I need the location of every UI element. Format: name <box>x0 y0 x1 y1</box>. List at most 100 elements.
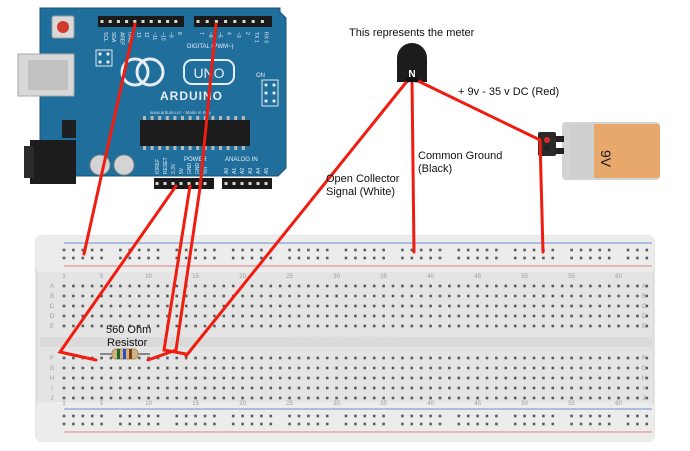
hole <box>307 386 310 390</box>
header-hole <box>251 20 255 23</box>
hole <box>81 396 85 400</box>
hole <box>166 376 169 380</box>
hole <box>372 314 376 318</box>
hole <box>288 324 291 328</box>
hole <box>401 304 404 308</box>
rail-hole <box>90 248 94 252</box>
hole <box>645 284 649 288</box>
hole <box>213 304 216 308</box>
rail-hole <box>288 248 291 252</box>
header-hole <box>179 182 183 185</box>
hole <box>354 294 357 298</box>
chip-pin <box>150 116 154 120</box>
rail-hole <box>231 422 235 426</box>
breadboard-watermark: 123D.CIRCUITS.IO <box>293 335 396 346</box>
hole <box>636 386 639 390</box>
resistor-band-2 <box>123 349 126 359</box>
chip-pin <box>150 146 154 150</box>
hole <box>250 396 254 400</box>
hole <box>391 294 395 298</box>
hole <box>466 284 470 288</box>
hole <box>175 356 179 360</box>
wire-arduino-gnd-to-rail <box>82 22 137 256</box>
hole <box>278 324 282 328</box>
header-hole <box>108 20 112 23</box>
rail-hole <box>513 422 517 426</box>
rail-hole <box>72 248 75 252</box>
hole <box>72 324 75 328</box>
hole <box>109 314 113 318</box>
hole <box>504 284 508 288</box>
hole <box>241 324 244 328</box>
power-pin-label: GND <box>195 163 201 175</box>
hole <box>382 304 385 308</box>
hole <box>523 314 526 318</box>
hole <box>570 324 573 328</box>
rail-hole <box>542 256 545 260</box>
hole <box>429 324 432 328</box>
hole <box>137 294 141 298</box>
rail-hole <box>316 422 320 426</box>
hole <box>504 294 508 298</box>
hole <box>495 284 498 288</box>
hole <box>579 356 583 360</box>
hole <box>213 314 216 318</box>
hole <box>382 356 385 360</box>
column-number: 35 <box>380 274 387 280</box>
rail-hole <box>636 248 639 252</box>
top-pin-label: SDA <box>110 32 116 43</box>
hole <box>166 284 169 288</box>
hole <box>354 356 357 360</box>
chip-pin <box>234 146 238 150</box>
hole <box>513 376 517 380</box>
hole <box>307 396 310 400</box>
header-hole <box>248 182 252 185</box>
hole <box>260 294 263 298</box>
hole <box>485 366 489 370</box>
hole <box>532 284 536 288</box>
hole <box>466 356 470 360</box>
resistor-label-1: 560 Ohm <box>106 324 152 336</box>
hole <box>90 386 94 390</box>
hole <box>344 356 348 360</box>
hole <box>485 294 489 298</box>
rail-hole <box>645 414 649 418</box>
hole <box>307 314 310 318</box>
hole <box>344 294 348 298</box>
hole <box>438 376 442 380</box>
analog-pin-label: A1 <box>232 168 238 174</box>
rail-hole <box>551 414 555 418</box>
hole <box>278 294 282 298</box>
rail-hole <box>429 414 432 418</box>
hole <box>90 294 94 298</box>
hole <box>288 304 291 308</box>
hole <box>645 356 649 360</box>
hole <box>354 284 357 288</box>
hole <box>401 324 404 328</box>
on-label: ON <box>256 73 265 79</box>
hole <box>175 284 179 288</box>
column-number: 40 <box>427 401 434 407</box>
rail-hole <box>344 248 348 252</box>
hole <box>485 324 489 328</box>
hole <box>109 304 113 308</box>
breadboard-holes <box>62 248 649 426</box>
hole <box>213 386 216 390</box>
rail-hole <box>175 248 179 252</box>
hole <box>344 376 348 380</box>
icsp-hole <box>264 83 268 87</box>
header-digital-right <box>194 16 272 27</box>
hole <box>504 366 508 370</box>
hole <box>523 324 526 328</box>
hole <box>194 376 197 380</box>
transistor-meter: N <box>397 43 427 82</box>
hole <box>382 366 385 370</box>
hole <box>222 366 226 370</box>
wire-gnd-to-row <box>162 184 192 356</box>
reset-button-cap[interactable] <box>57 21 69 33</box>
hole <box>419 304 423 308</box>
header-hole <box>171 182 175 185</box>
hole <box>100 284 103 288</box>
header-hole <box>196 20 200 23</box>
hole <box>119 294 122 298</box>
